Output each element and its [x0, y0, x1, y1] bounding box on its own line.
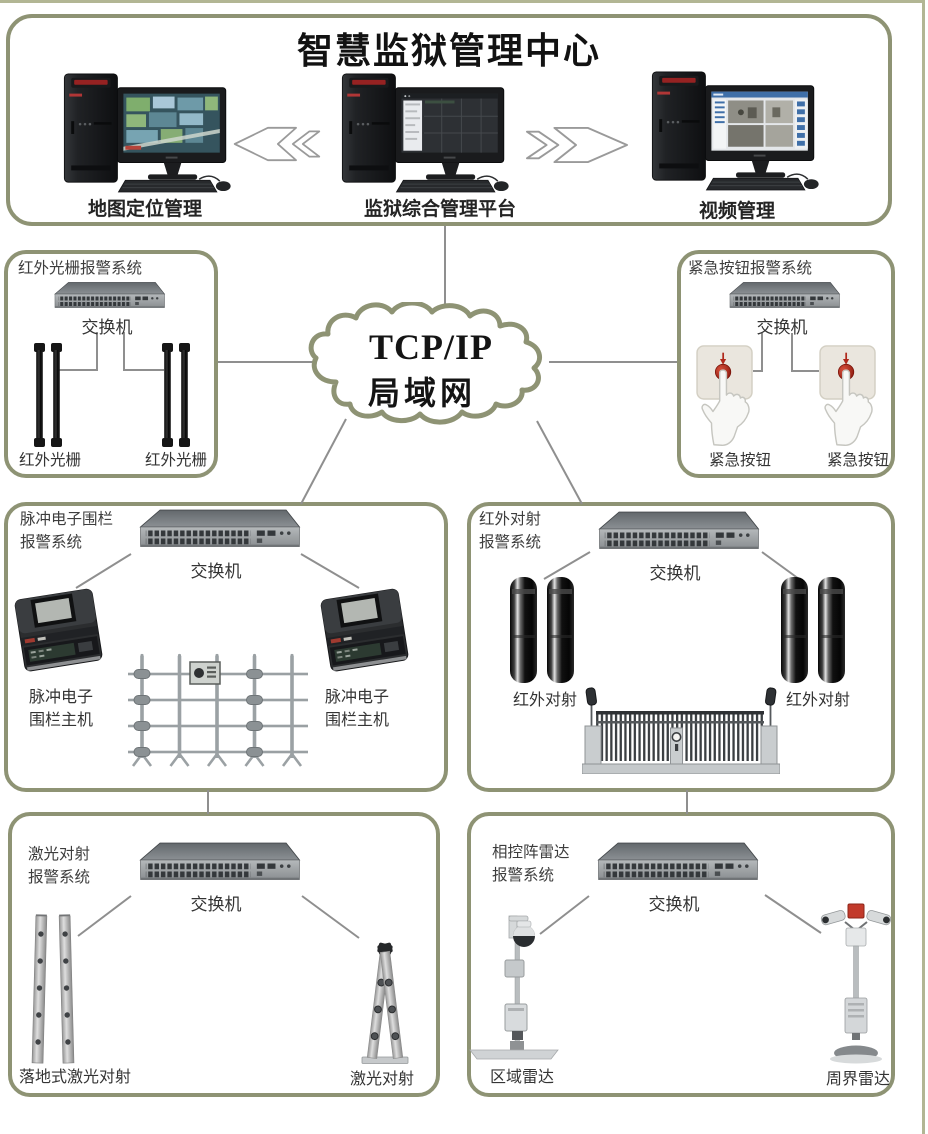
infrared-grating-icon	[33, 343, 63, 447]
aerial-map-screen	[123, 93, 220, 153]
infrared-beam-label: 红外对射	[785, 692, 850, 709]
workstation-platform-icon	[340, 70, 510, 194]
switch-label: 交换机	[648, 895, 700, 914]
emergency-button-label: 紧急按钮	[826, 452, 889, 469]
workstation-map-label: 地图定位管理	[87, 199, 202, 220]
infrared-grating-title: 红外光栅报警系统	[18, 260, 143, 277]
infrared-grating-label: 红外光栅	[144, 452, 207, 469]
workstation-video-label: 视频管理	[698, 201, 775, 222]
infrared-beam-icon	[781, 575, 845, 685]
switch-icon	[588, 510, 762, 555]
infrared-beam-label: 红外对射	[512, 692, 577, 709]
management-platform-screen	[401, 93, 498, 153]
fence-host-icon	[12, 584, 106, 682]
outer-frame-right-edge	[922, 0, 925, 1134]
radar-title: 相控阵雷达 报警系统	[492, 844, 570, 885]
emergency-button-title: 紧急按钮报警系统	[688, 260, 813, 277]
infrared-beam-icon	[510, 575, 574, 685]
switch-label: 交换机	[756, 318, 808, 337]
switch-label: 交换机	[190, 562, 242, 581]
outer-frame-top-edge	[0, 0, 925, 3]
workstation-video-icon	[650, 68, 820, 192]
switch-icon	[47, 281, 167, 312]
network-label-line2: 局域网	[367, 375, 476, 411]
page-title: 智慧监狱管理中心	[296, 30, 601, 71]
pulse-fence-title: 脉冲电子围栏 报警系统	[20, 511, 114, 552]
perimeter-radar-icon	[817, 900, 895, 1068]
switch-icon	[722, 281, 842, 312]
workstation-platform-label: 监狱综合管理平台	[363, 199, 516, 220]
switch-label: 交换机	[649, 564, 701, 583]
network-label-line1: TCP/IP	[368, 327, 493, 367]
workstation-map-icon	[62, 70, 232, 194]
floor-laser-label: 落地式激光对射	[18, 1069, 131, 1086]
perimeter-radar-label: 周界雷达	[825, 1071, 890, 1088]
video-surveillance-screen	[711, 91, 808, 151]
laser-post-icon	[356, 936, 414, 1066]
infrared-grating-icon	[161, 343, 191, 447]
infrared-beam-title: 红外对射 报警系统	[479, 511, 542, 552]
arrow-left-icon	[233, 126, 321, 162]
area-radar-label: 区域雷达	[489, 1069, 554, 1086]
emergency-button-icon	[817, 344, 879, 452]
infrared-grating-label: 红外光栅	[18, 452, 81, 469]
laser-beam-title: 激光对射 报警系统	[28, 846, 91, 887]
arrow-right-icon	[525, 126, 629, 164]
fence-host-label: 脉冲电子 围栏主机	[28, 689, 93, 730]
emergency-button-icon	[694, 344, 756, 452]
picket-fence-icon	[582, 686, 780, 774]
floor-laser-icon	[28, 914, 78, 1066]
emergency-button-label: 紧急按钮	[708, 452, 771, 469]
fence-host-label: 脉冲电子 围栏主机	[324, 689, 389, 730]
switch-label: 交换机	[81, 318, 133, 337]
switch-label: 交换机	[190, 895, 242, 914]
laser-post-label: 激光对射	[349, 1071, 414, 1088]
wire-fence-icon	[128, 652, 308, 774]
fence-host-icon	[318, 584, 412, 682]
area-radar-icon	[468, 914, 560, 1064]
